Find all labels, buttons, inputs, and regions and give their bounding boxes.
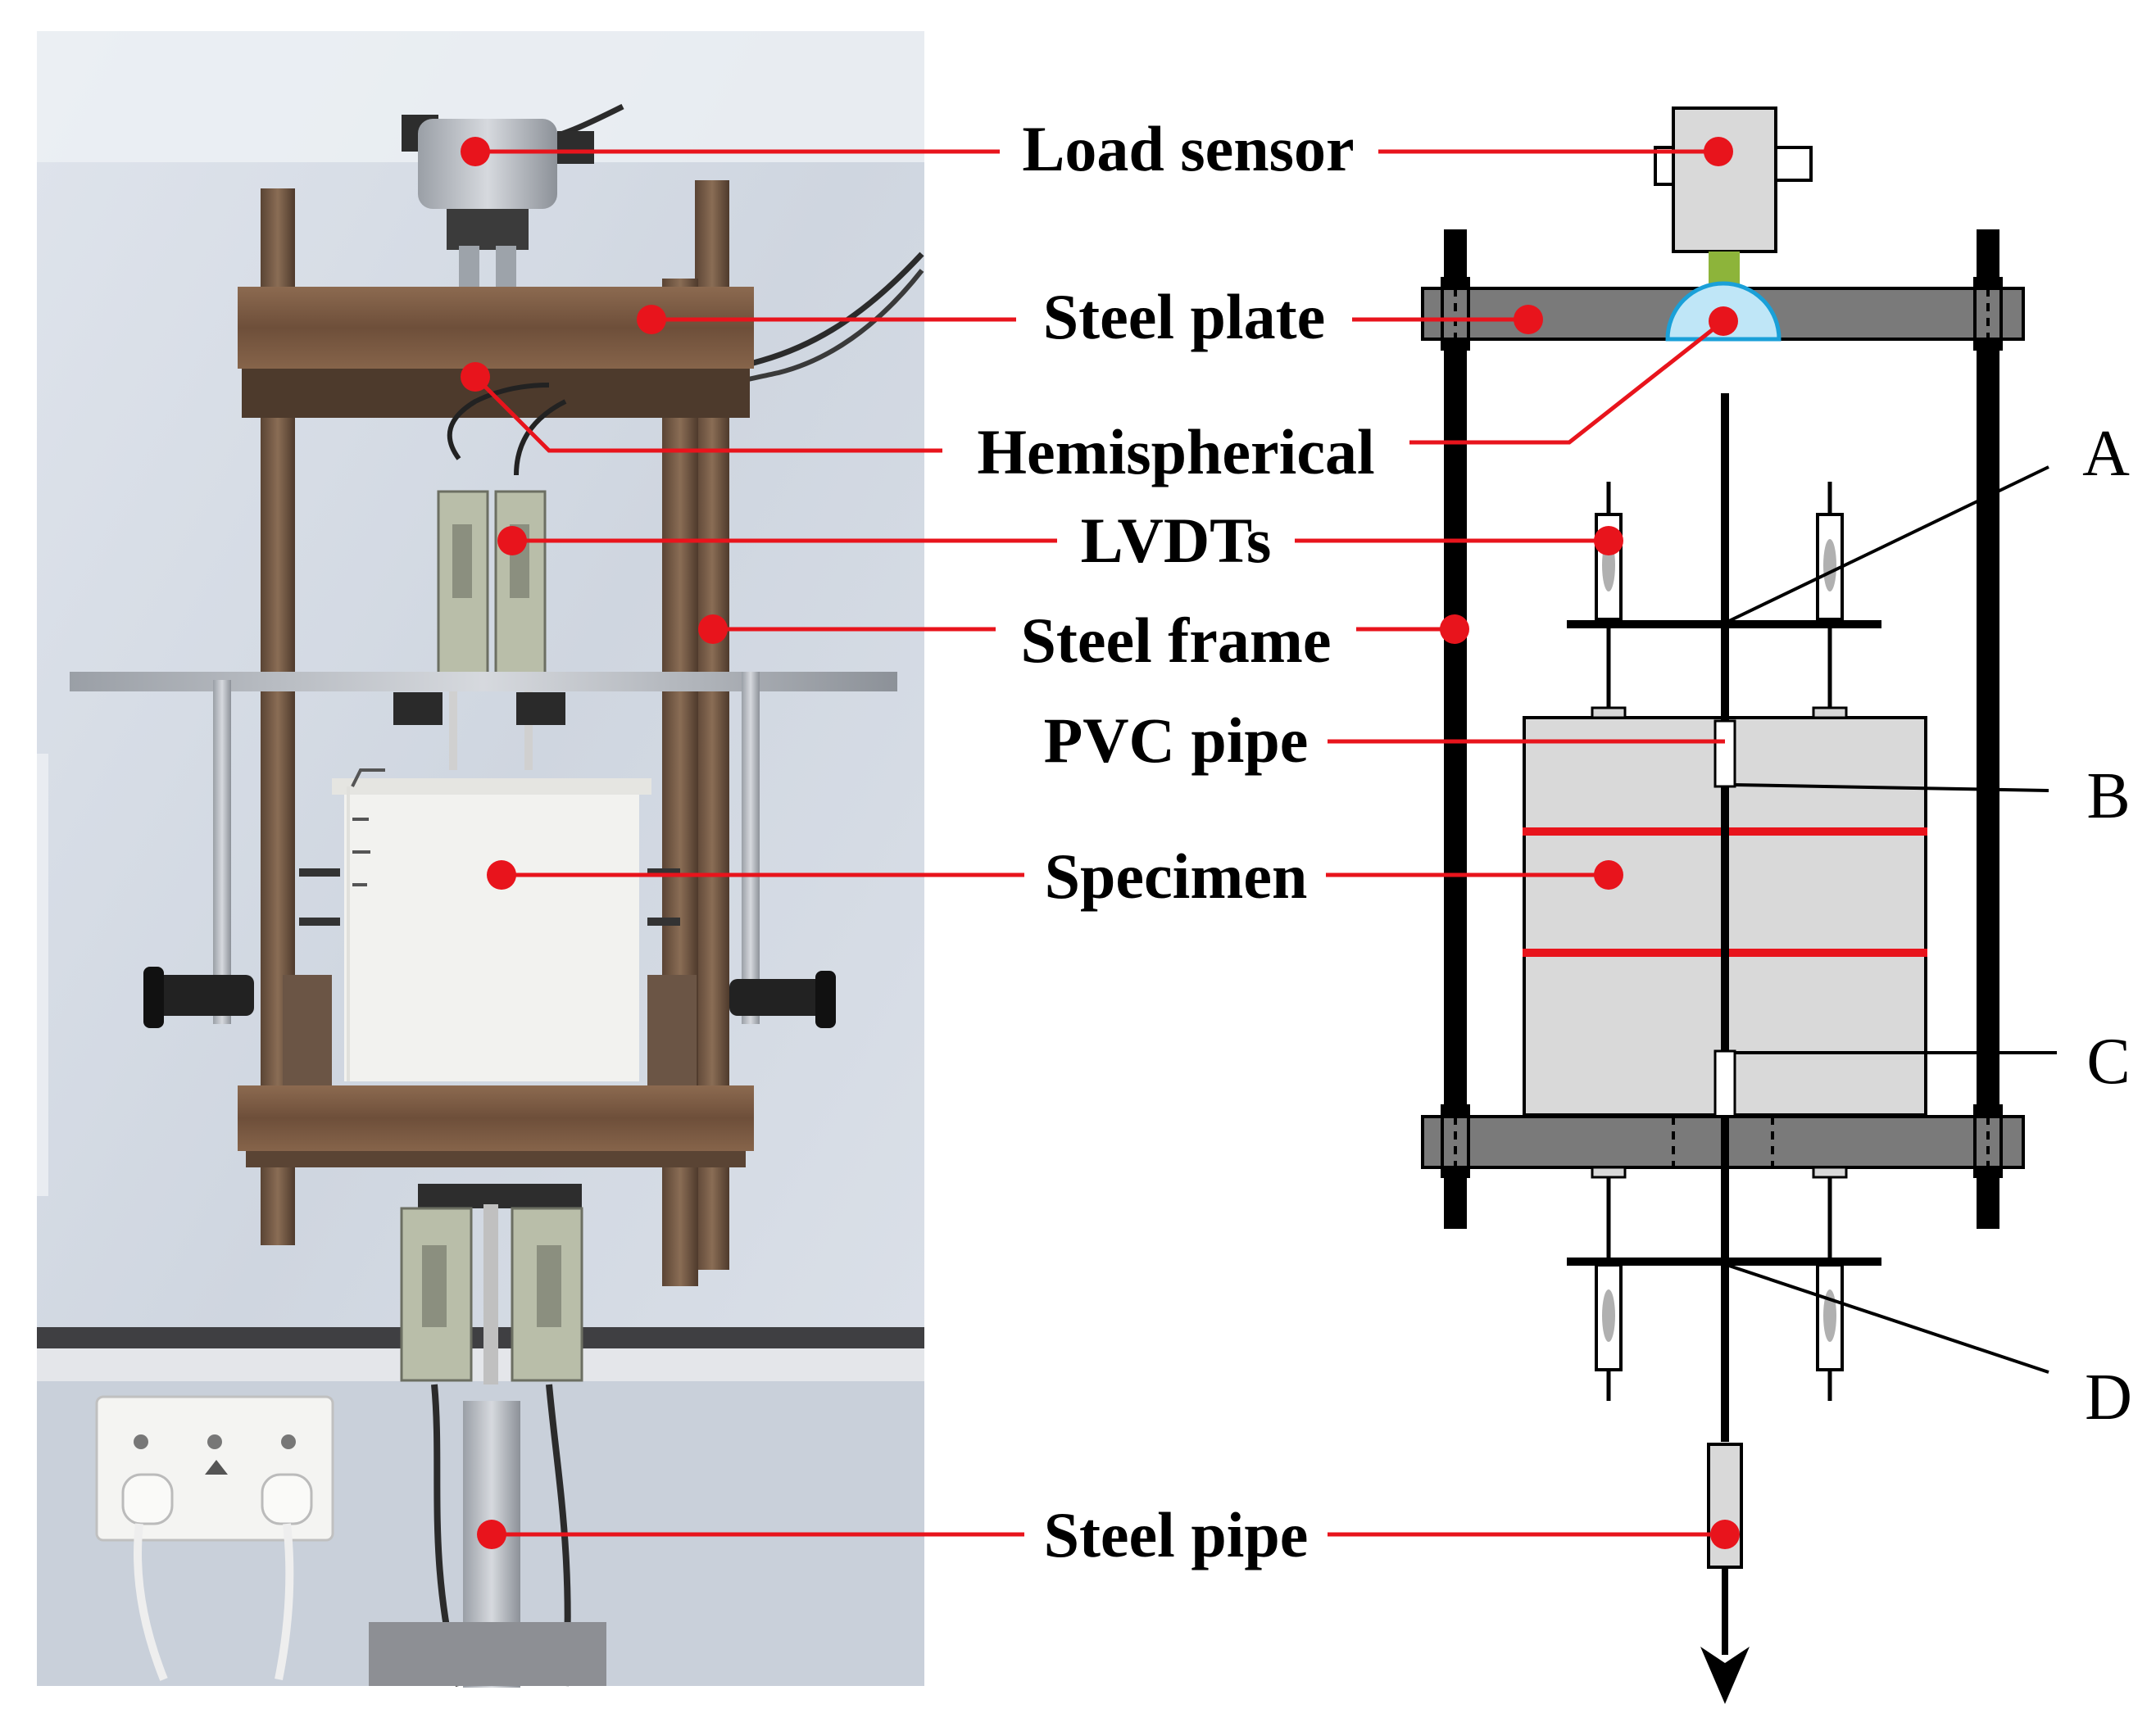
photo-base-fixture	[369, 1622, 606, 1686]
label-steel-frame: Steel frame	[1021, 605, 1332, 676]
photo-top-plate	[238, 287, 754, 369]
schematic-upper-lvdts	[1591, 482, 1848, 719]
dot-schematic-steel-pipe	[1710, 1520, 1740, 1549]
power-outlet	[95, 1395, 334, 1681]
photo-crossbar-clamp-l	[393, 692, 443, 725]
photo-side-post-left	[213, 680, 231, 1024]
dot-photo-steel-frame	[698, 614, 728, 644]
wall-rail-light	[37, 1348, 924, 1381]
schematic-load-sensor-side-r	[1772, 146, 1813, 182]
dot-photo-specimen	[487, 860, 516, 890]
label-load-sensor: Load sensor	[1022, 113, 1354, 184]
dot-photo-lvdts	[497, 526, 527, 555]
callout-line-b	[1734, 783, 2049, 792]
leader-dots	[461, 137, 1740, 1549]
wall-rail	[37, 1327, 924, 1348]
photo-bottom-plate	[238, 1085, 754, 1151]
schematic-central-rod-bottom-plate	[1721, 1117, 1729, 1167]
leader-hemispherical-left	[474, 375, 942, 453]
leader-lines	[474, 149, 1725, 1537]
schematic-bottom-nuts	[1441, 1104, 2003, 1178]
wall-panel-edge	[37, 754, 48, 1196]
leader-hemispherical-right	[1409, 319, 1725, 445]
point-label-d: D	[2085, 1362, 2132, 1434]
photo-specimen	[283, 768, 697, 1090]
label-steel-plate: Steel plate	[1043, 281, 1325, 352]
dot-photo-load-sensor	[461, 137, 490, 166]
dot-schematic-lvdts	[1594, 526, 1623, 555]
photo-load-sensor	[402, 115, 594, 311]
dot-schematic-hemispherical	[1709, 306, 1738, 336]
point-label-b: B	[2086, 760, 2130, 832]
schematic-central-rod-over	[1721, 718, 1729, 1115]
photo-lvdts-bottom	[400, 1184, 583, 1384]
dot-schematic-steel-plate	[1514, 305, 1543, 334]
schematic-arrow-head	[1700, 1647, 1750, 1704]
schematic-panel	[1421, 106, 2057, 1704]
schematic-pvc-pipe-top	[1713, 719, 1736, 788]
photo-bottom-plate-lower	[246, 1151, 746, 1167]
schematic-frame-rod-right	[1977, 229, 1999, 1229]
photo-crossbar	[70, 672, 897, 691]
point-label-a: A	[2082, 418, 2130, 490]
photo-lvdts-top	[437, 383, 567, 770]
label-lvdts: LVDTs	[1081, 505, 1272, 576]
dot-schematic-steel-frame	[1440, 614, 1469, 644]
dot-photo-steel-pipe	[477, 1520, 506, 1549]
schematic-pvc-pipe-bottom	[1713, 1049, 1736, 1118]
dot-photo-hemispherical	[461, 362, 490, 392]
photo-crossbar-clamp-r	[516, 692, 565, 725]
photo-side-post-right	[742, 672, 760, 1024]
schematic-top-nuts	[1441, 277, 2003, 351]
schematic-load-sensor	[1672, 106, 1777, 253]
label-hemispherical: Hemispherical	[977, 416, 1374, 487]
schematic-frame-rod-left	[1444, 229, 1467, 1229]
schematic-lower-lvdts	[1591, 1166, 1848, 1401]
dot-schematic-specimen	[1594, 860, 1623, 890]
photo-panel	[37, 31, 924, 1688]
callout-line-a	[1728, 465, 2049, 623]
dot-schematic-load-sensor	[1704, 137, 1733, 166]
photo-clamp-knobs	[143, 967, 836, 1028]
point-label-c: C	[2086, 1026, 2130, 1098]
label-specimen: Specimen	[1045, 841, 1308, 912]
dot-photo-steel-plate	[637, 305, 666, 334]
callout-line-d	[1728, 1264, 2049, 1374]
label-steel-pipe: Steel pipe	[1044, 1499, 1309, 1570]
label-pvc-pipe: PVC pipe	[1044, 705, 1309, 776]
